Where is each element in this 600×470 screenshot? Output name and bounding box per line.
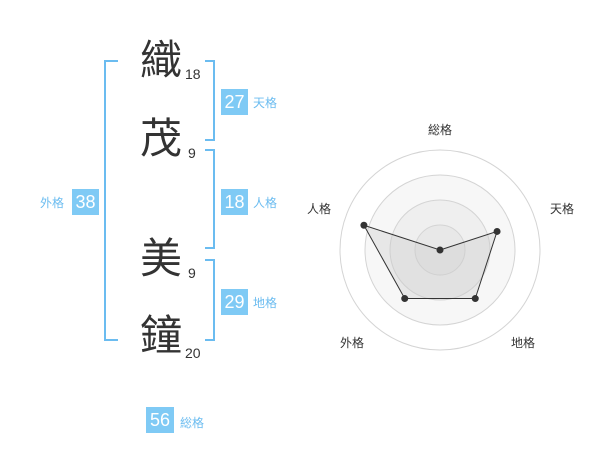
stroke-count-2: 9 (188, 145, 196, 161)
radar-axis-label-5: 人格 (307, 202, 332, 216)
gaikaku-label: 外格 (40, 196, 65, 210)
chikaku-value: 29 (221, 289, 248, 315)
tenkaku-label: 天格 (253, 96, 278, 110)
radar-axis-label-2: 天格 (550, 202, 575, 216)
name-char-1: 織 (140, 36, 183, 85)
tenkaku-value: 27 (221, 89, 248, 115)
chikaku-bracket (205, 259, 215, 341)
jinkaku-value: 18 (221, 189, 248, 215)
radar-axis-label-3: 地格 (511, 336, 536, 350)
chikaku-label: 地格 (253, 296, 278, 310)
name-char-2: 茂 (140, 114, 183, 163)
jinkaku-bracket (205, 149, 215, 249)
radar-point-5 (360, 221, 368, 229)
radar-point-3 (471, 295, 479, 303)
soukaku-value: 56 (146, 407, 174, 433)
radar-point-1 (436, 246, 444, 254)
radar-point-4 (401, 295, 409, 303)
gaikaku-bracket (104, 60, 118, 341)
radar-series-polygon (362, 224, 498, 300)
gaikaku-value: 38 (72, 189, 99, 215)
radar-axis-label-4: 外格 (340, 336, 365, 350)
radar-point-2 (493, 227, 501, 235)
stroke-count-1: 18 (185, 66, 201, 82)
soukaku-label: 総格 (180, 416, 205, 430)
jinkaku-label: 人格 (253, 196, 278, 210)
name-char-4: 鐘 (140, 311, 183, 360)
name-char-3: 美 (140, 234, 183, 283)
stroke-count-4: 20 (185, 345, 201, 361)
stroke-count-3: 9 (188, 265, 196, 281)
radar-axis-label-1: 総格 (428, 123, 453, 137)
tenkaku-bracket (205, 60, 215, 141)
